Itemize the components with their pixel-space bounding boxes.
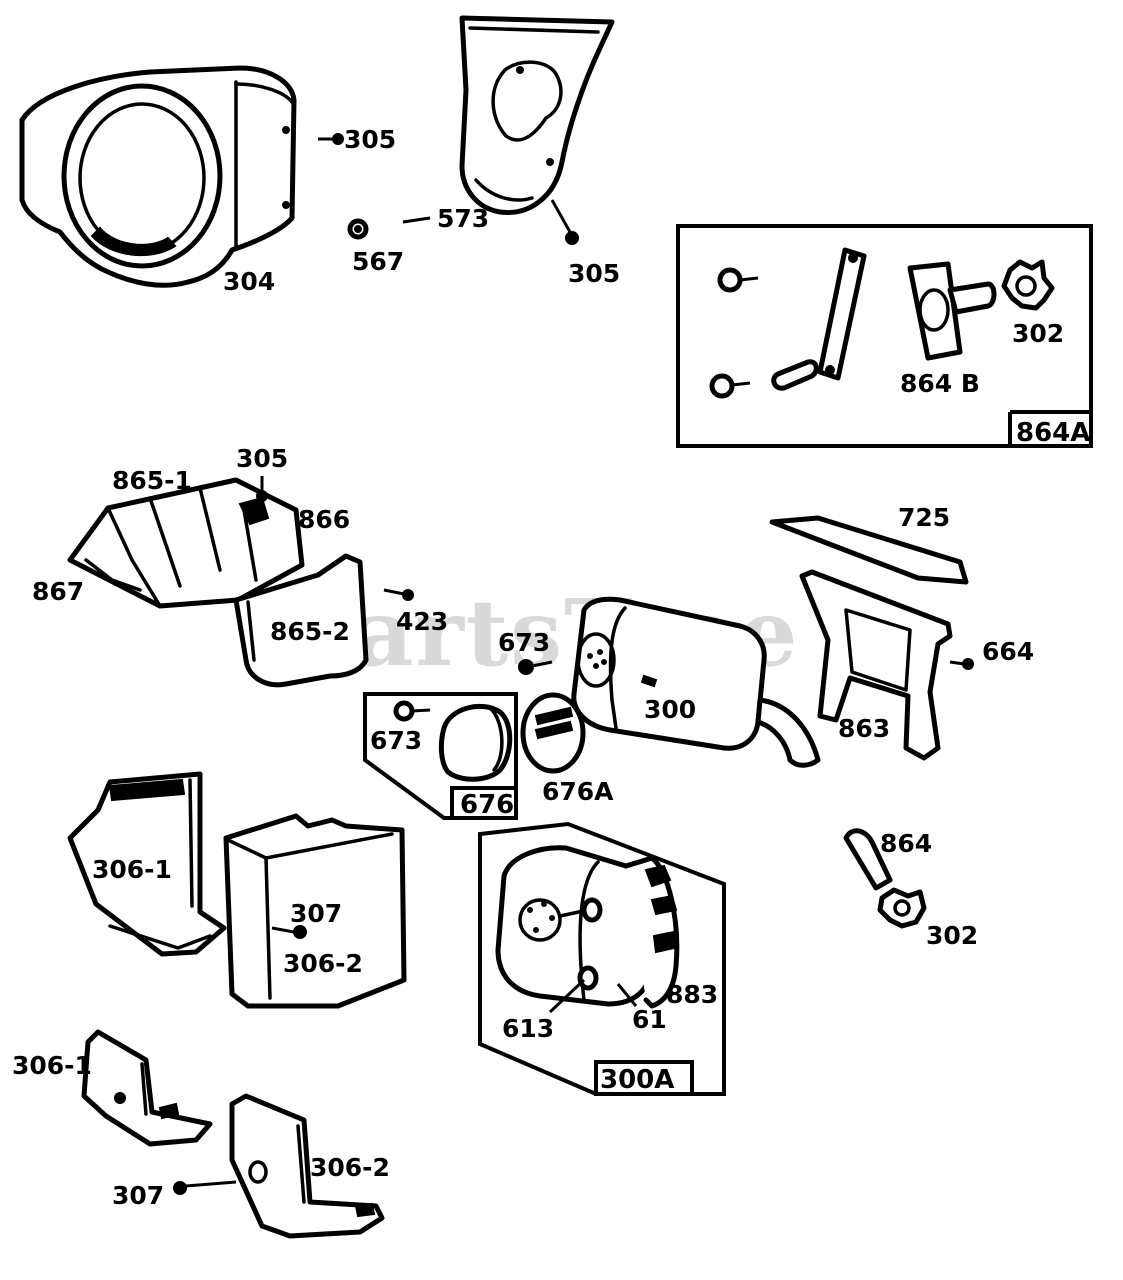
label-306-2-b: 306-2: [310, 1153, 390, 1182]
label-676: 676: [460, 790, 514, 820]
label-865-1: 865-1: [112, 466, 192, 495]
baffle-573: [459, 15, 615, 245]
label-300: 300: [644, 695, 696, 724]
label-423: 423: [396, 607, 448, 636]
washer-302: [877, 887, 927, 929]
box-676: [363, 692, 518, 820]
label-664: 664: [982, 637, 1034, 666]
label-305: 305: [344, 125, 396, 154]
label-863: 863: [838, 714, 890, 743]
screw-673-top: [518, 659, 553, 675]
label-725: 725: [898, 503, 950, 532]
label-61: 61: [632, 1005, 667, 1034]
gasket-725: [769, 515, 969, 585]
label-864a: 864A: [1016, 418, 1090, 448]
nut-567: [347, 216, 431, 240]
shield-306-1-lower: [81, 1029, 213, 1147]
guard-676a: [520, 692, 586, 774]
box-864a: [676, 224, 1093, 448]
muffler-300: [571, 596, 821, 768]
label-673-b: 673: [370, 726, 422, 755]
label-866: 866: [298, 505, 350, 534]
label-676a: 676A: [542, 777, 614, 806]
shroud-865-1: [67, 477, 305, 609]
box-300a: [478, 821, 726, 1096]
label-305-c: 305: [236, 444, 288, 473]
label-613: 613: [502, 1014, 554, 1043]
label-673-a: 673: [498, 628, 550, 657]
label-305-b: 305: [568, 259, 620, 288]
label-867: 867: [32, 577, 84, 606]
label-302-b: 302: [926, 921, 978, 950]
label-307-b: 307: [112, 1181, 164, 1210]
shield-306-2-lower: [173, 1093, 385, 1239]
shield-306-1-top: [67, 771, 227, 957]
screw-305: [318, 133, 344, 145]
label-307-a: 307: [290, 899, 342, 928]
label-567: 567: [352, 247, 404, 276]
label-864: 864: [880, 829, 932, 858]
label-300a: 300A: [600, 1065, 674, 1095]
label-883: 883: [666, 980, 718, 1009]
label-306-1-b: 306-1: [12, 1051, 92, 1080]
cover-865-2: [233, 553, 369, 688]
screw-305-middle: [256, 476, 268, 502]
label-573: 573: [437, 204, 489, 233]
label-304: 304: [223, 267, 275, 296]
pin-864: [843, 828, 893, 891]
bracket-863: [799, 569, 974, 761]
label-864b: 864 B: [900, 369, 980, 398]
label-306-1-a: 306-1: [92, 855, 172, 884]
blower-housing-304: [19, 65, 297, 288]
label-306-2-a: 306-2: [283, 949, 363, 978]
label-865-2: 865-2: [270, 617, 350, 646]
shield-306-2-top: [223, 813, 407, 1009]
label-302-a: 302: [1012, 319, 1064, 348]
screw-423: [383, 588, 414, 601]
